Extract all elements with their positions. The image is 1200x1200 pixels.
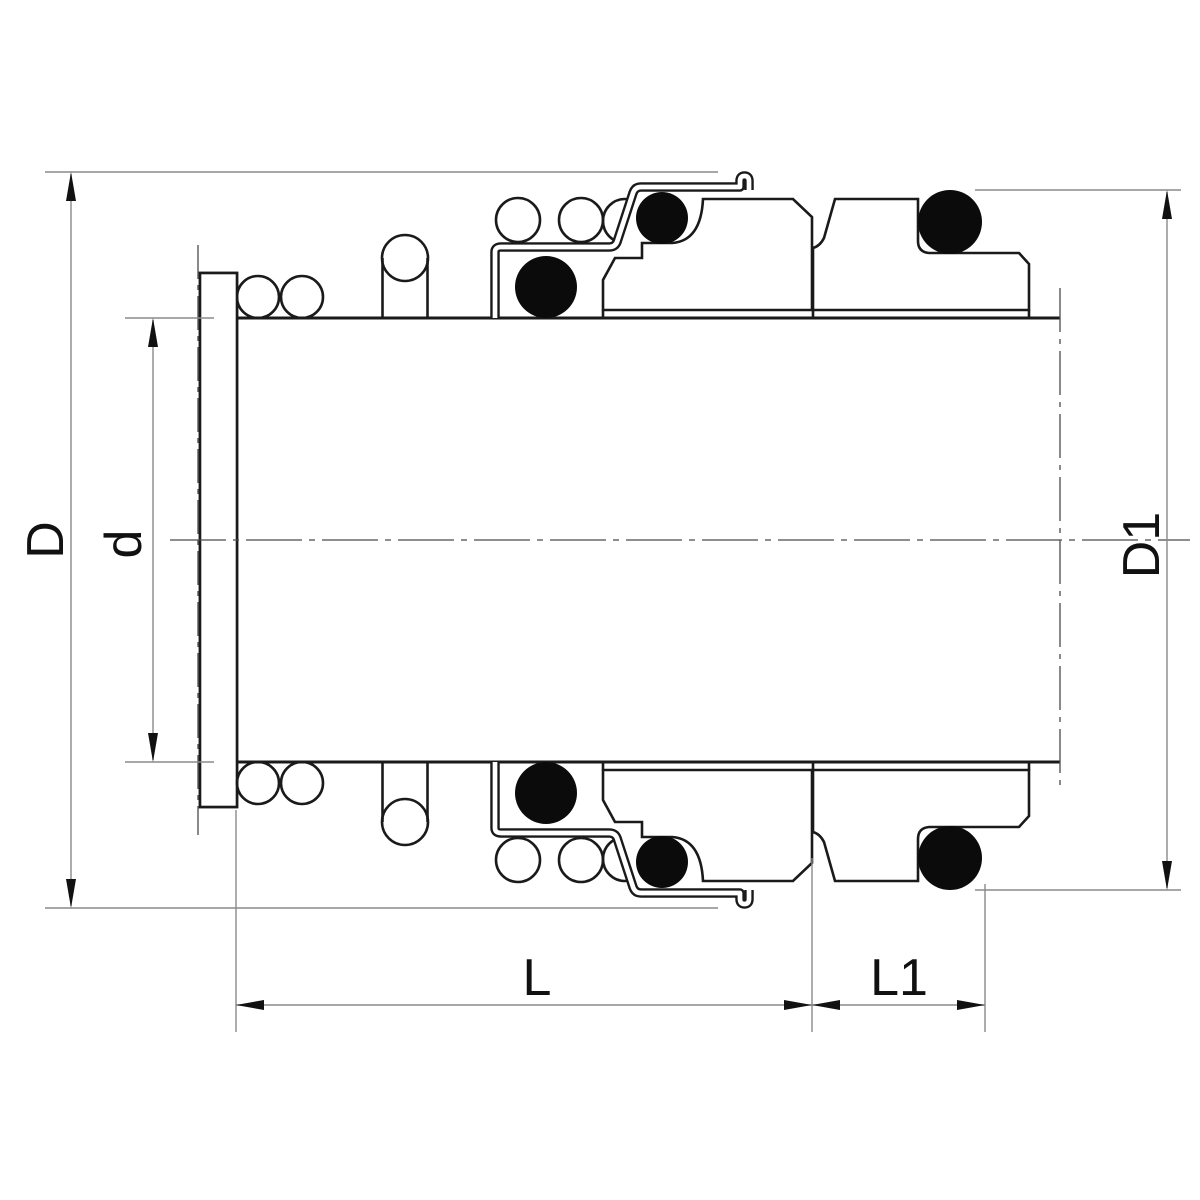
dimension-seat-outer-diameter: D1 xyxy=(1113,190,1172,890)
arrowhead-down xyxy=(148,733,158,762)
dim-label-L: L xyxy=(523,949,552,1007)
arrowhead-up xyxy=(1162,190,1172,219)
arrowhead-left xyxy=(812,1000,840,1010)
dimension-seat-length: L1 xyxy=(812,949,985,1010)
bellows-convolution xyxy=(279,274,325,320)
o-ring-face xyxy=(636,192,688,244)
bellows-bead xyxy=(380,233,430,283)
dimension-shaft-diameter: d xyxy=(95,318,158,762)
arrowhead-right xyxy=(784,1000,812,1010)
arrowhead-left xyxy=(236,1000,264,1010)
dim-label-L1: L1 xyxy=(870,949,928,1007)
spring-retainer xyxy=(490,171,754,318)
arrowhead-down xyxy=(1162,861,1172,890)
rotating-seal-ring xyxy=(601,197,814,312)
dim-label-D: D xyxy=(17,521,75,559)
extension-lines xyxy=(45,171,1181,1032)
arrowhead-down xyxy=(66,879,76,908)
dimension-outer-diameter: D xyxy=(17,172,76,908)
dim-label-D1: D1 xyxy=(1113,512,1171,578)
dimension-seal-length: L xyxy=(236,949,812,1010)
o-ring-seat xyxy=(918,190,982,254)
stationary-seat xyxy=(811,197,1031,312)
arrowhead-right xyxy=(957,1000,985,1010)
spring-coil xyxy=(494,196,542,244)
arrowhead-up xyxy=(148,318,158,347)
dim-label-d: d xyxy=(95,530,153,559)
o-ring-shaft xyxy=(515,256,577,318)
arrowhead-up xyxy=(66,172,76,201)
